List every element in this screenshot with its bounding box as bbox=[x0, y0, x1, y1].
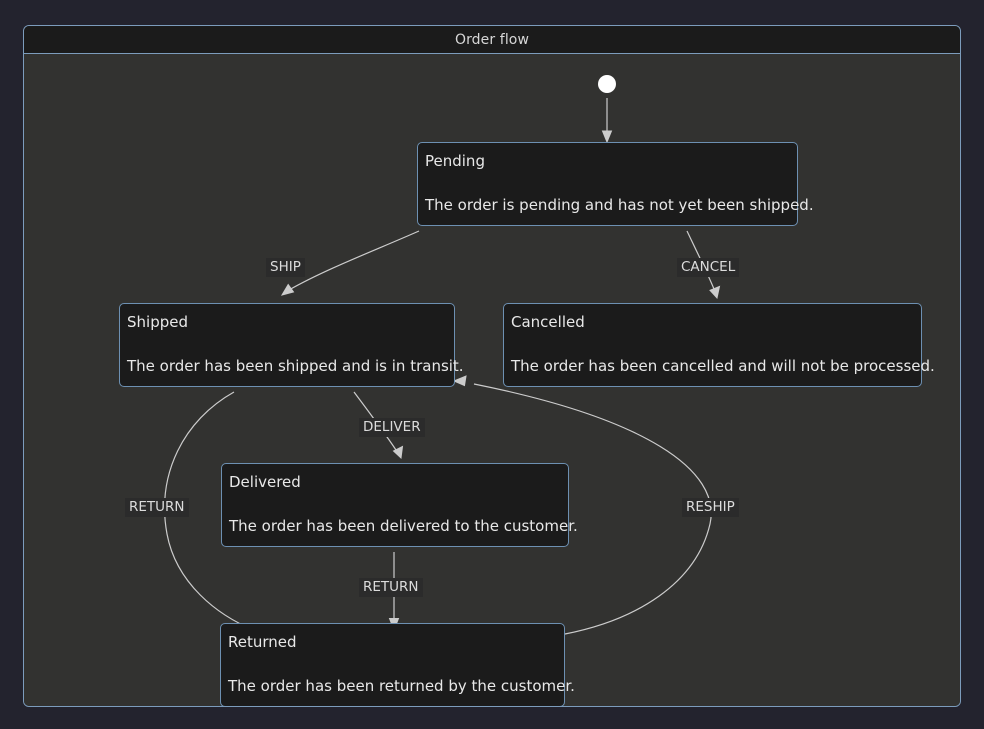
edge-label-return-delivered: RETURN bbox=[359, 578, 423, 597]
edge-label-return-shipped: RETURN bbox=[125, 498, 189, 517]
transition-start-pending bbox=[601, 98, 613, 144]
state-title-cancelled: Cancelled bbox=[511, 313, 585, 331]
state-title-delivered: Delivered bbox=[229, 473, 301, 491]
diagram-title-bar: Order flow bbox=[24, 26, 960, 54]
edge-label-reship: RESHIP bbox=[682, 498, 739, 517]
state-title-shipped: Shipped bbox=[127, 313, 188, 331]
state-node-pending[interactable]: Pending The order is pending and has not… bbox=[417, 142, 814, 226]
state-description-pending: The order is pending and has not yet bee… bbox=[425, 196, 814, 214]
diagram-canvas: Pending The order is pending and has not… bbox=[24, 54, 960, 706]
state-title-returned: Returned bbox=[228, 633, 297, 651]
state-node-delivered[interactable]: Delivered The order has been delivered t… bbox=[221, 463, 578, 547]
edge-label-deliver: DELIVER bbox=[359, 418, 425, 437]
state-description-cancelled: The order has been cancelled and will no… bbox=[511, 357, 935, 375]
diagram-title: Order flow bbox=[454, 31, 530, 48]
diagram-frame: Order flow bbox=[23, 25, 961, 707]
state-description-returned: The order has been returned by the custo… bbox=[228, 677, 575, 695]
state-description-delivered: The order has been delivered to the cust… bbox=[229, 517, 578, 535]
state-node-shipped[interactable]: Shipped The order has been shipped and i… bbox=[119, 303, 464, 387]
state-node-returned[interactable]: Returned The order has been returned by … bbox=[220, 623, 575, 706]
start-node bbox=[598, 75, 616, 93]
state-node-cancelled[interactable]: Cancelled The order has been cancelled a… bbox=[503, 303, 935, 387]
state-title-pending: Pending bbox=[425, 152, 485, 170]
edge-label-cancel: CANCEL bbox=[677, 258, 740, 277]
state-description-shipped: The order has been shipped and is in tra… bbox=[127, 357, 464, 375]
edge-label-ship: SHIP bbox=[266, 258, 305, 277]
